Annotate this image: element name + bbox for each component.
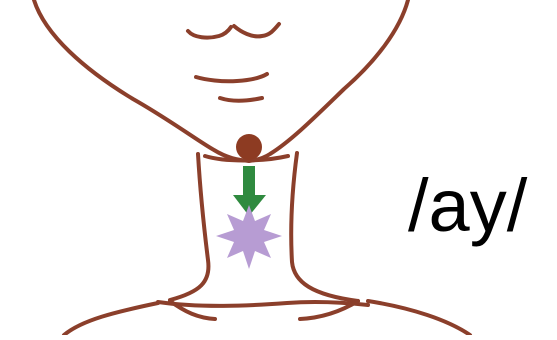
mouth-line <box>196 74 267 81</box>
nose-line-right <box>234 24 279 36</box>
chin-line <box>220 98 262 101</box>
left-shoulder-line <box>64 303 158 335</box>
left-neck-line <box>170 154 208 300</box>
right-jaw-line <box>249 0 408 161</box>
starburst-icon <box>216 205 282 269</box>
right-shoulder-line <box>368 301 470 335</box>
articulation-origin-dot <box>236 134 262 160</box>
nose-line <box>188 27 231 38</box>
phoneme-label: /ay/ <box>408 160 553 252</box>
collarbone-line <box>158 302 368 306</box>
right-neck-line <box>291 153 358 301</box>
